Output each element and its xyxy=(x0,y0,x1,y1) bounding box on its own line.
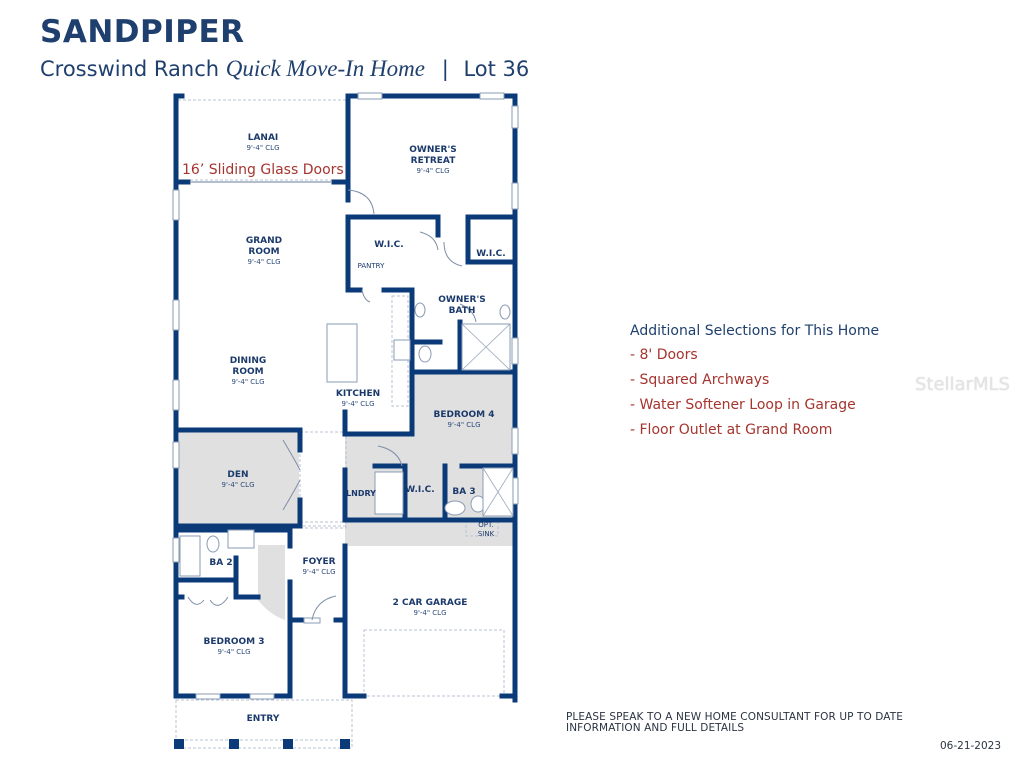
room-owners-bath: OWNER'S BATH xyxy=(437,295,487,317)
room-name: BA 3 xyxy=(452,487,476,497)
room-pantry: PANTRY xyxy=(358,261,385,272)
room-wic-owners: W.I.C. xyxy=(374,240,403,251)
home-type: Quick Move-In Home xyxy=(225,56,425,81)
room-name: KITCHEN xyxy=(335,389,381,399)
lot-number: Lot 36 xyxy=(463,57,530,81)
room-ceiling: 9'-4" CLG xyxy=(246,144,280,152)
room-foyer: FOYER 9'-4" CLG xyxy=(302,557,335,577)
room-wic-small: W.I.C. xyxy=(476,249,505,260)
room-name: 2 CAR GARAGE xyxy=(392,598,468,608)
separator: | xyxy=(441,57,449,81)
room-bedroom-3: BEDROOM 3 9'-4" CLG xyxy=(203,637,264,657)
note-line-2: INFORMATION AND FULL DETAILS xyxy=(566,722,745,734)
room-opt-sink: OPT. SINK xyxy=(475,521,497,539)
room-name: LNDRY xyxy=(346,489,376,498)
shaded-rooms xyxy=(179,372,515,620)
room-ceiling: 9'-4" CLG xyxy=(413,609,447,617)
sliding-door-callout: 16’ Sliding Glass Doors xyxy=(182,162,344,178)
model-title: SANDPIPER xyxy=(40,14,245,50)
community-name: Crosswind Ranch xyxy=(40,57,220,81)
room-dining-room: DINING ROOM 9'-4" CLG xyxy=(223,356,273,387)
selection-item: - Water Softener Loop in Garage xyxy=(630,397,856,413)
room-name: FOYER xyxy=(302,557,336,567)
note-line-1: PLEASE SPEAK TO A NEW HOME CONSULTANT FO… xyxy=(566,711,904,723)
room-grand-room: GRAND ROOM 9'-4" CLG xyxy=(244,236,284,267)
room-name: OWNER'S RETREAT xyxy=(409,145,457,166)
room-entry: ENTRY xyxy=(247,714,280,725)
selection-item: - 8' Doors xyxy=(630,347,698,363)
watermark: StellarMLS xyxy=(915,374,1010,395)
selection-item: - Floor Outlet at Grand Room xyxy=(630,422,833,438)
room-ceiling: 9'-4" CLG xyxy=(217,648,251,656)
room-ceiling: 9'-4" CLG xyxy=(341,400,375,408)
room-ceiling: 9'-4" CLG xyxy=(416,167,450,175)
room-name: LANAI xyxy=(247,133,279,143)
room-ba-2: BA 2 xyxy=(209,558,232,569)
room-name: PANTRY xyxy=(357,262,385,270)
room-ceiling: 9'-4" CLG xyxy=(231,378,265,386)
room-name: BEDROOM 4 xyxy=(433,410,495,420)
room-owners-retreat: OWNER'S RETREAT 9'-4" CLG xyxy=(403,145,463,176)
room-ba-3: BA 3 xyxy=(452,487,475,498)
additional-selections: Additional Selections for This Home - 8'… xyxy=(630,323,879,447)
room-ceiling: 9'-4" CLG xyxy=(447,421,481,429)
consultant-note: PLEASE SPEAK TO A NEW HOME CONSULTANT FO… xyxy=(566,712,903,734)
room-kitchen: KITCHEN 9'-4" CLG xyxy=(336,389,380,409)
room-2-car-garage: 2 CAR GARAGE 9'-4" CLG xyxy=(393,598,468,618)
room-ceiling: 9'-4" CLG xyxy=(302,568,336,576)
room-den: DEN 9'-4" CLG xyxy=(221,470,254,490)
room-name: ENTRY xyxy=(246,714,280,724)
subtitle: Crosswind Ranch Quick Move-In Home | Lot… xyxy=(40,56,529,82)
room-laundry: LNDRY xyxy=(346,488,376,499)
selections-heading: Additional Selections for This Home xyxy=(630,323,880,339)
room-name: DEN xyxy=(227,470,249,480)
room-name: BEDROOM 3 xyxy=(203,637,265,647)
room-wic-bedroom4: W.I.C. xyxy=(405,485,434,496)
room-lanai: LANAI 9'-4" CLG xyxy=(246,133,279,153)
room-name: OPT. SINK xyxy=(477,521,495,538)
room-bedroom-4: BEDROOM 4 9'-4" CLG xyxy=(433,410,494,430)
room-name: W.I.C. xyxy=(405,485,435,495)
room-name: OWNER'S BATH xyxy=(438,295,486,316)
plan-date: 06-21-2023 xyxy=(940,740,1002,752)
room-name: DINING ROOM xyxy=(229,356,267,377)
room-name: W.I.C. xyxy=(374,240,404,250)
selection-item: - Squared Archways xyxy=(630,372,770,388)
room-ceiling: 9'-4" CLG xyxy=(247,258,281,266)
room-name: GRAND ROOM xyxy=(245,236,283,257)
room-ceiling: 9'-4" CLG xyxy=(221,481,255,489)
room-name: W.I.C. xyxy=(476,249,506,259)
room-name: BA 2 xyxy=(209,558,233,568)
